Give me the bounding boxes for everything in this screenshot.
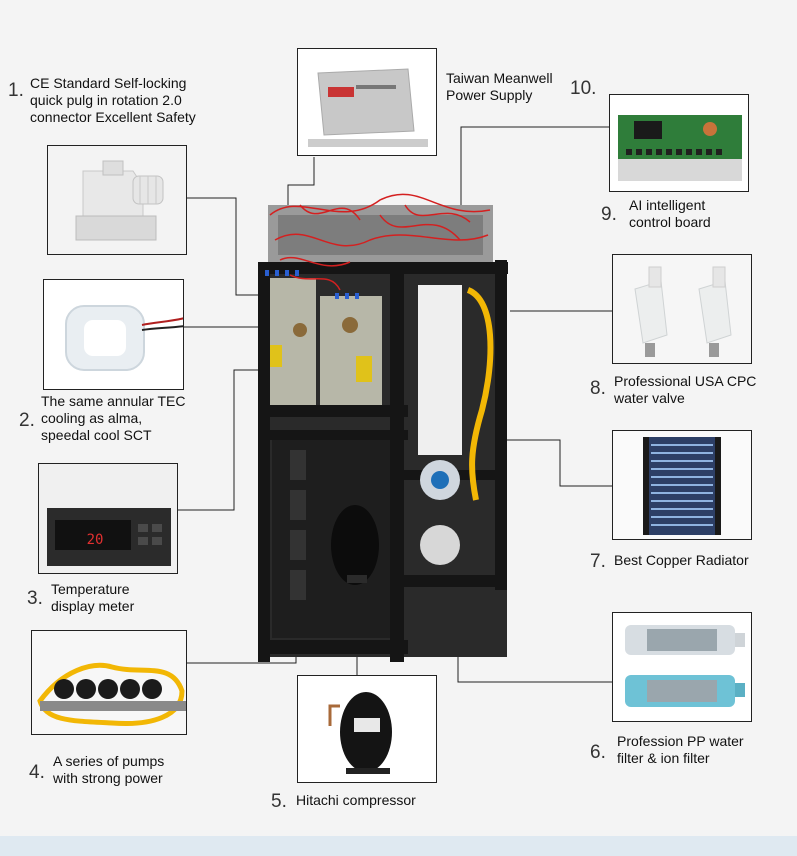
callout-text: Profession PP water [617,733,744,749]
callout-number: 8. [590,378,606,399]
callout-number: 4. [29,762,45,783]
leader-line-3 [178,369,262,511]
callout-1: 1. CE Standard Self-locking quick pulg i… [8,75,196,126]
thumb-power-supply [297,48,437,156]
callout-number: 3. [27,588,43,609]
callout-text: Power Supply [446,87,533,103]
callout-text: control board [629,214,711,230]
power-supply-unit [264,278,316,406]
callout-number: 6. [590,742,606,763]
callout-4: 4. A series of pumps with strong power [29,753,164,787]
callout-3: 3. Temperature display meter [27,581,134,615]
callout-text: quick pulg in rotation 2.0 [30,92,182,108]
callout-5: 5. Hitachi compressor [271,791,416,812]
thumb-radiator [612,430,752,540]
callout-text: Hitachi compressor [296,792,416,808]
callout-text: display meter [51,598,135,614]
callout-number: 7. [590,551,606,572]
leader-line-7 [480,439,612,487]
callout-6: 6. Profession PP water filter & ion filt… [590,733,744,767]
callout-text: A series of pumps [53,753,165,769]
thumb-temperature-meter: 20 [38,463,178,574]
callout-text: with strong power [53,770,163,786]
callout-8: 8. Professional USA CPC water valve [590,373,756,407]
callout-text: water valve [614,390,685,406]
callout-2: 2. The same annular TEC cooling as alma,… [19,393,185,444]
callout-text: Temperature [51,581,130,597]
callout-number: 1. [8,80,24,101]
callout-number: 5. [271,791,287,812]
callout-power-supply-label: Taiwan Meanwell Power Supply [446,70,553,104]
thumb-filters [612,612,752,722]
callout-text: cooling as alma, [41,410,143,426]
callout-text: CE Standard Self-locking [30,75,187,91]
callout-number: 9. [601,204,617,225]
thumb-control-board [609,94,749,192]
callout-text: Best Copper Radiator [614,552,749,568]
callout-text: AI intelligent [629,197,706,213]
thumb-connector [47,145,187,255]
callout-text: Professional USA CPC [614,373,757,389]
callout-text: filter & ion filter [617,750,710,766]
power-supply-unit [320,296,382,408]
callout-text: Taiwan Meanwell [446,70,553,86]
thumb-compressor [297,675,437,783]
bottom-bar [0,836,797,856]
callout-number: 2. [19,410,35,431]
thumb-water-valves [612,254,752,364]
callout-number: 10. [570,78,597,99]
callout-text: The same annular TEC [41,393,186,409]
callout-text: connector Excellent Safety [30,109,196,125]
thumb-pumps [31,630,187,735]
callout-7: 7. Best Copper Radiator [590,551,749,572]
meter-display-value: 20 [87,532,104,548]
thumb-tec-ring [43,279,184,390]
leader-line-1 [187,197,262,296]
leader-line-9 [460,126,609,212]
callout-text: speedal cool SCT [41,427,152,443]
callout-9: 9. AI intelligent control board [601,197,711,231]
